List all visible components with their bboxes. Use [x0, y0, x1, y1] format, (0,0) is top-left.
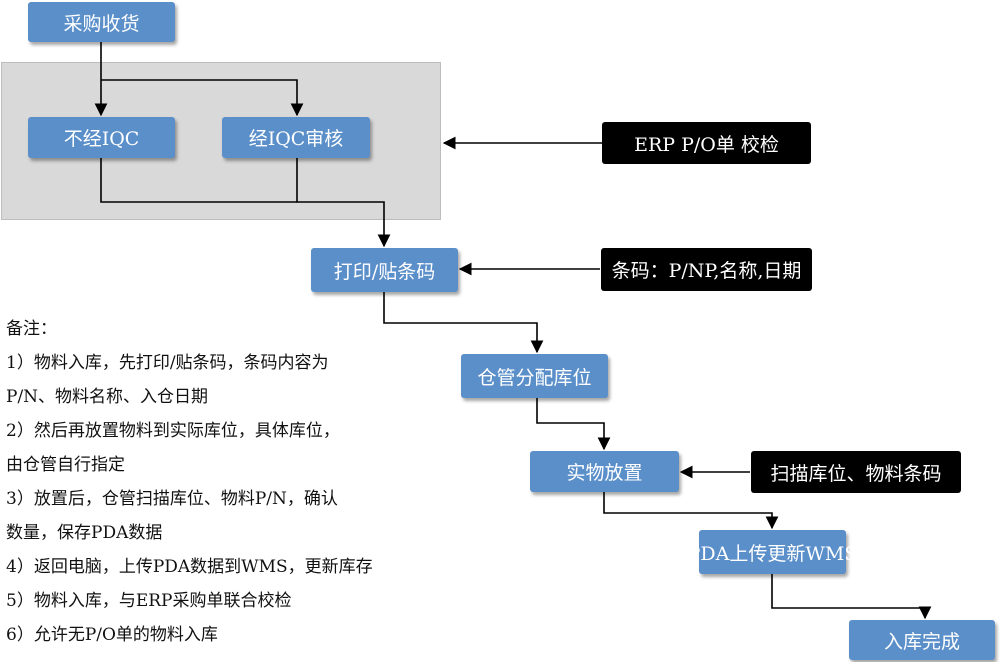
notes-panel: 备注： 1）物料入库，先打印/贴条码，条码内容为 P/N、物料名称、入仓日期 2…: [6, 312, 406, 652]
note-line: 2）然后再放置物料到实际库位，具体库位，: [6, 421, 340, 441]
barcode-content-box: 条码：P/NP,名称,日期: [601, 248, 812, 291]
warehousing-complete-node: 入库完成: [849, 620, 995, 660]
connector-receiving-to-iqc-review: [101, 79, 304, 117]
erp-po-check-box: ERP P/O单 校检: [602, 122, 811, 164]
no-iqc-node: 不经IQC: [28, 117, 175, 158]
scan-codes-box: 扫描库位、物料条码: [751, 451, 961, 493]
iqc-review-node: 经IQC审核: [222, 117, 370, 158]
note-line: 1）物料入库，先打印/贴条码，条码内容为: [6, 353, 329, 373]
note-line: 由仓管自行指定: [6, 455, 125, 475]
connector-assign-to-place: [536, 398, 611, 451]
note-line: 数量，保存PDA数据: [6, 523, 163, 543]
note-line: 6）允许无P/O单的物料入库: [6, 625, 218, 645]
note-line: 4）返回电脑，上传PDA数据到WMS，更新库存: [6, 557, 373, 577]
print-label-node: 打印/贴条码: [311, 248, 458, 292]
physical-placement-node: 实物放置: [530, 451, 679, 492]
notes-heading: 备注：: [6, 319, 57, 339]
note-line: P/N、物料名称、入仓日期: [6, 387, 209, 407]
note-line: 3）放置后，仓管扫描库位、物料P/N，确认: [6, 489, 338, 509]
connector-iqc-review-to-print: [296, 158, 391, 248]
pda-upload-node: PDA上传更新WMS: [688, 530, 857, 574]
connector-print-to-assign: [383, 292, 544, 354]
purchase-receiving-node: 采购收货: [28, 2, 175, 42]
assign-location-node: 仓管分配库位: [461, 354, 608, 398]
connector-no-iqc-to-merge: [100, 158, 297, 203]
note-line: 5）物料入库，与ERP采购单联合校检: [6, 591, 292, 611]
connector-pda-to-complete: [771, 574, 932, 620]
connector-place-to-pda: [603, 492, 779, 530]
